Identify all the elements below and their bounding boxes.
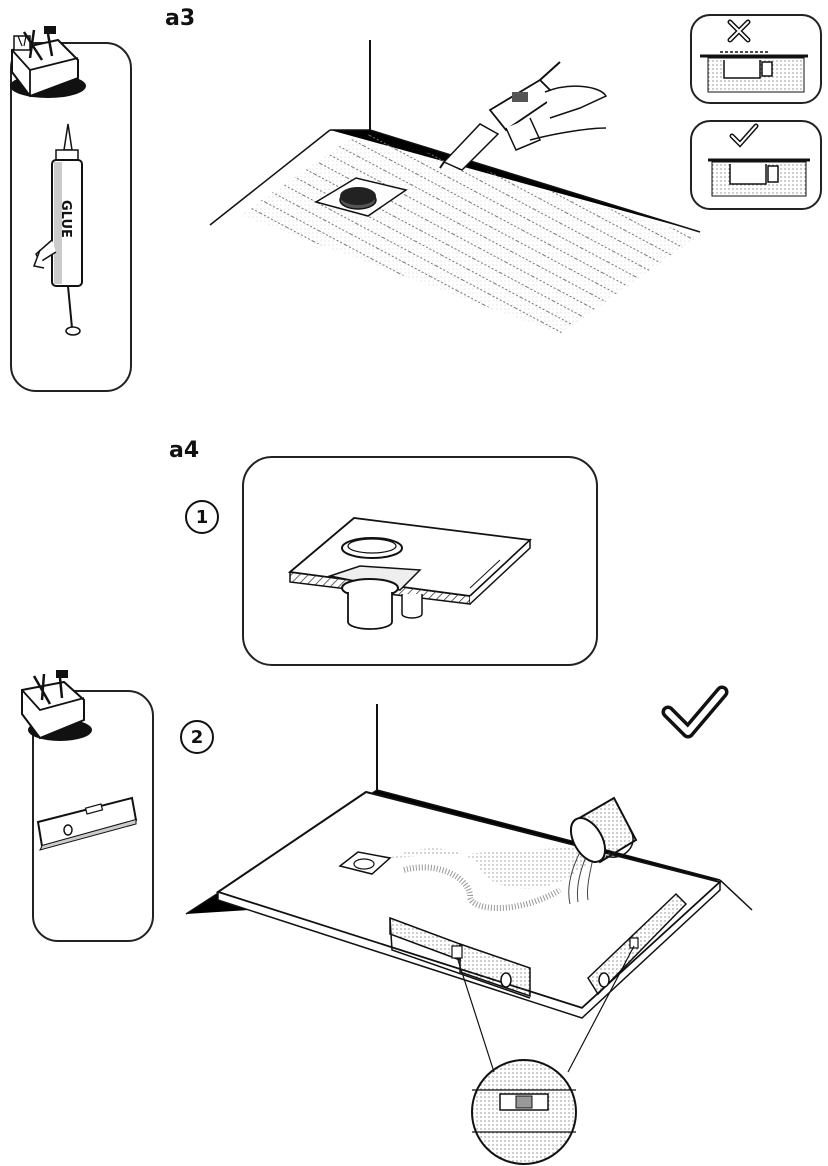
tube-label: GLUE — [58, 200, 73, 238]
check-icon-small — [732, 126, 756, 144]
cross-icon — [730, 22, 748, 40]
check-icon — [668, 692, 722, 732]
drain-cross-section — [290, 518, 530, 629]
spirit-level-icon — [38, 798, 136, 850]
toolbox-icon-a4 — [22, 670, 92, 741]
correct-install-detail — [708, 126, 810, 196]
wrong-install-detail — [700, 22, 808, 92]
glue-gun-icon: GLUE — [34, 124, 82, 335]
level-bubble-magnifier — [472, 1060, 576, 1164]
glue-gun-in-use — [440, 62, 606, 170]
toolbox-icon — [10, 26, 86, 98]
